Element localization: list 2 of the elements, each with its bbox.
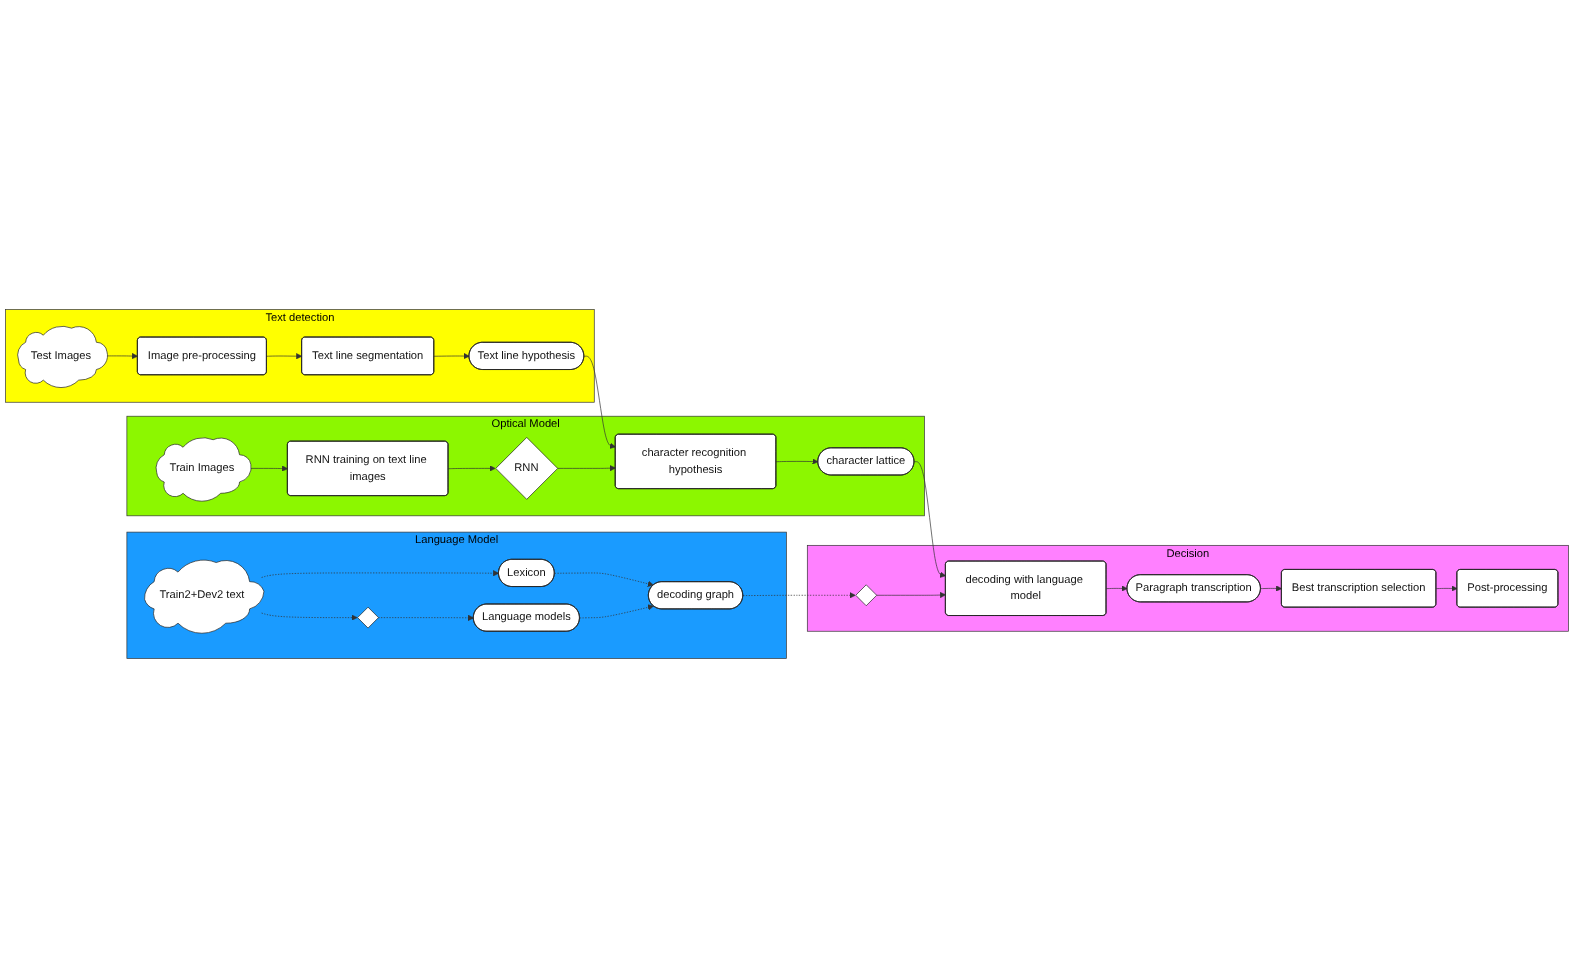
node-diamond xyxy=(855,584,878,607)
node-diamond xyxy=(357,606,379,629)
